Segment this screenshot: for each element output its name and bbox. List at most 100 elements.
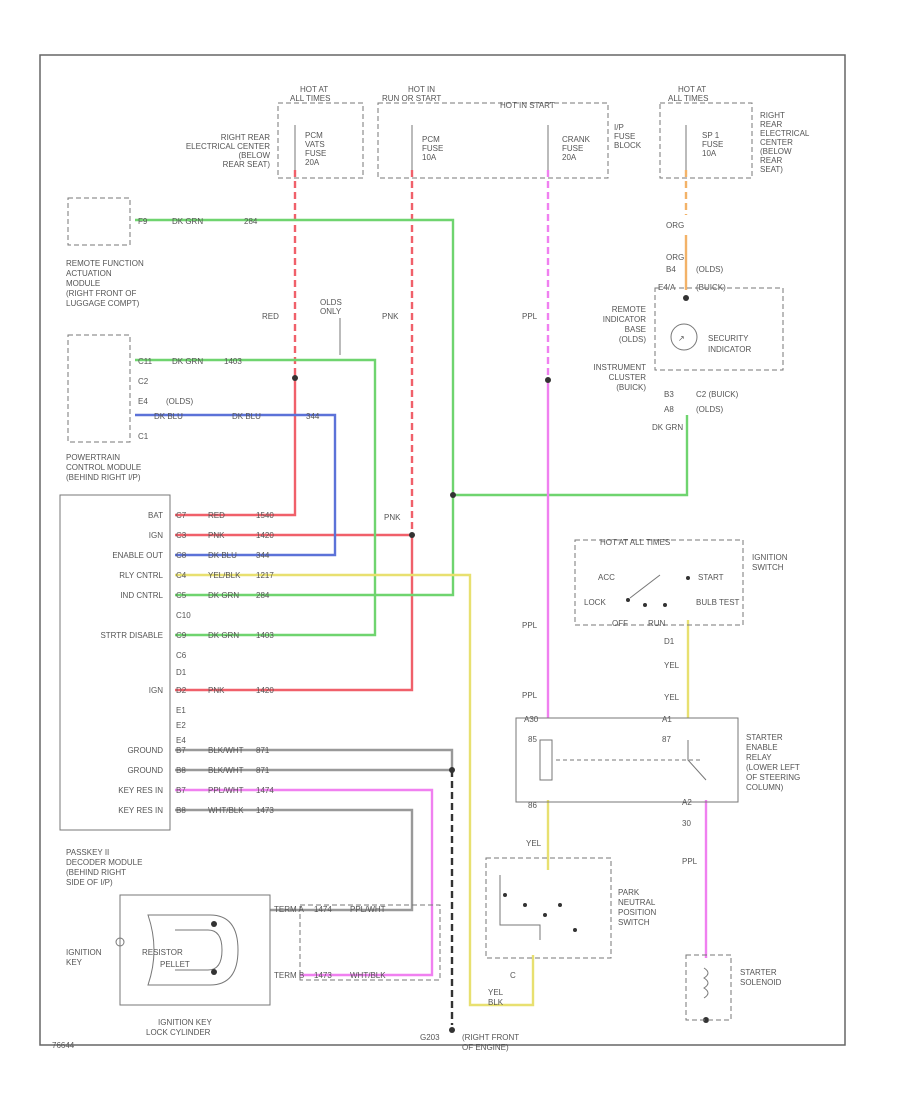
svg-text:HOT AT: HOT AT (678, 85, 706, 94)
svg-text:DECODER MODULE: DECODER MODULE (66, 858, 142, 867)
svg-text:ACTUATION: ACTUATION (66, 269, 112, 278)
svg-text:DK BLU: DK BLU (232, 412, 261, 421)
pcm-pin-circuit: 344 (256, 551, 270, 560)
wire-key-res-wht (175, 808, 414, 912)
svg-text:C11: C11 (138, 357, 153, 366)
svg-text:A30: A30 (524, 715, 539, 724)
pcm-pin-name: KEY RES IN (118, 806, 163, 815)
svg-text:SEAT): SEAT) (760, 165, 783, 174)
pcm-pin-pin: C7 (176, 511, 187, 520)
pcm-pin-pin: C8 (176, 551, 187, 560)
park-neutral-switch: PARK NEUTRAL POSITION SWITCH C YEL BLK (485, 857, 656, 1007)
wire-red-bat (175, 375, 297, 517)
svg-text:86: 86 (528, 801, 537, 810)
svg-text:FUSE: FUSE (562, 144, 583, 153)
pcm-pin-name: STRTR DISABLE (100, 631, 163, 640)
diagram-frame (39, 54, 846, 1046)
svg-text:PCM: PCM (422, 135, 440, 144)
svg-text:PNK: PNK (384, 513, 401, 522)
svg-text:FUSE: FUSE (614, 132, 635, 141)
svg-text:CLUSTER: CLUSTER (609, 373, 647, 382)
svg-text:BLK: BLK (488, 998, 504, 1007)
svg-text:DK GRN: DK GRN (172, 357, 203, 366)
pcm-pin-pin: B8 (176, 806, 186, 815)
svg-text:IGNITION: IGNITION (66, 948, 102, 957)
pcm-pin-name: RLY CNTRL (119, 571, 163, 580)
svg-text:DK GRN: DK GRN (652, 423, 683, 432)
relay-coil-icon (539, 739, 553, 781)
pcm-pin-pin: C10 (176, 611, 191, 620)
svg-text:CRANK: CRANK (562, 135, 591, 144)
wire-key-res-ppl (175, 788, 434, 977)
wires (135, 170, 708, 1025)
svg-text:C2 (BUICK): C2 (BUICK) (696, 390, 739, 399)
pcm-pin-pin: B8 (176, 766, 186, 775)
pcm-pin-wire: RED (208, 511, 225, 520)
splice-dot (545, 377, 551, 383)
svg-text:(OLDS): (OLDS) (619, 335, 646, 344)
svg-text:REAR: REAR (760, 120, 782, 129)
svg-text:IGNITION KEY: IGNITION KEY (158, 1018, 212, 1027)
svg-text:PASSKEY II: PASSKEY II (66, 848, 109, 857)
pcm-pin-pin: C3 (176, 531, 187, 540)
svg-text:STARTER: STARTER (746, 733, 783, 742)
splices (292, 295, 709, 1033)
svg-text:(OLDS): (OLDS) (696, 265, 723, 274)
svg-text:PPL: PPL (522, 691, 538, 700)
pcm-pin-name: IGN (149, 686, 163, 695)
solenoid-coil-icon (703, 967, 709, 999)
svg-text:D1: D1 (664, 637, 675, 646)
svg-text:REAR: REAR (760, 156, 782, 165)
svg-text:YEL: YEL (526, 839, 542, 848)
svg-text:ELECTRICAL: ELECTRICAL (760, 129, 810, 138)
svg-text:C: C (510, 971, 516, 980)
svg-text:INDICATOR: INDICATOR (603, 315, 646, 324)
svg-text:(BUICK): (BUICK) (616, 383, 646, 392)
splice-dot (450, 492, 456, 498)
svg-text:A8: A8 (664, 405, 674, 414)
pcm-pin-circuit: 284 (256, 591, 270, 600)
pcm-pin-pin: E4 (176, 736, 186, 745)
wire-pink-ign-2 (175, 535, 414, 692)
svg-text:PPL: PPL (522, 621, 538, 630)
indicator-lamp-icon (670, 323, 698, 351)
svg-text:NEUTRAL: NEUTRAL (618, 898, 656, 907)
svg-text:1403: 1403 (224, 357, 242, 366)
svg-text:PARK: PARK (618, 888, 640, 897)
pcm-pin-wire: PPL/WHT (208, 786, 244, 795)
ignition-switch: HOT AT ALL TIMES ACC LOCK OFF RUN START … (574, 538, 788, 702)
svg-text:FUSE: FUSE (305, 149, 326, 158)
svg-text:RIGHT: RIGHT (760, 111, 785, 120)
pcm-pin-circuit: 871 (256, 766, 270, 775)
svg-text:344: 344 (306, 412, 320, 421)
svg-text:(BELOW: (BELOW (760, 147, 792, 156)
starter-solenoid: STARTER SOLENOID (685, 954, 782, 1021)
pcm-pin-pin: E1 (176, 706, 186, 715)
pcm-pin-wire: BLK/WHT (208, 766, 244, 775)
pcm-pin-wire: DK GRN (208, 591, 239, 600)
svg-text:F9: F9 (138, 217, 148, 226)
svg-text:START: START (698, 573, 724, 582)
svg-text:ALL TIMES: ALL TIMES (668, 94, 708, 103)
svg-text:87: 87 (662, 735, 671, 744)
svg-text:SWITCH: SWITCH (752, 563, 784, 572)
svg-text:1473: 1473 (314, 971, 332, 980)
switch-contact-icon (629, 574, 661, 599)
pcm-pin-wire: PNK (208, 531, 225, 540)
svg-text:284: 284 (244, 217, 258, 226)
svg-text:OFF: OFF (612, 619, 628, 628)
svg-text:RUN: RUN (648, 619, 666, 628)
svg-text:TERM B: TERM B (274, 971, 304, 980)
pcm-pin-wire: DK BLU (208, 551, 237, 560)
svg-text:PPL: PPL (522, 312, 538, 321)
svg-text:COLUMN): COLUMN) (746, 783, 784, 792)
svg-text:A2: A2 (682, 798, 692, 807)
svg-text:BLOCK: BLOCK (614, 141, 642, 150)
svg-text:C2: C2 (138, 377, 149, 386)
svg-text:RESISTOR: RESISTOR (142, 948, 183, 957)
pcm-pin-name: GROUND (127, 766, 163, 775)
fuse-sp1: HOT AT ALL TIMES SP 1 FUSE 10A RIGHT REA… (659, 85, 810, 179)
svg-text:G203: G203 (420, 1033, 440, 1042)
svg-text:REAR SEAT): REAR SEAT) (223, 160, 271, 169)
